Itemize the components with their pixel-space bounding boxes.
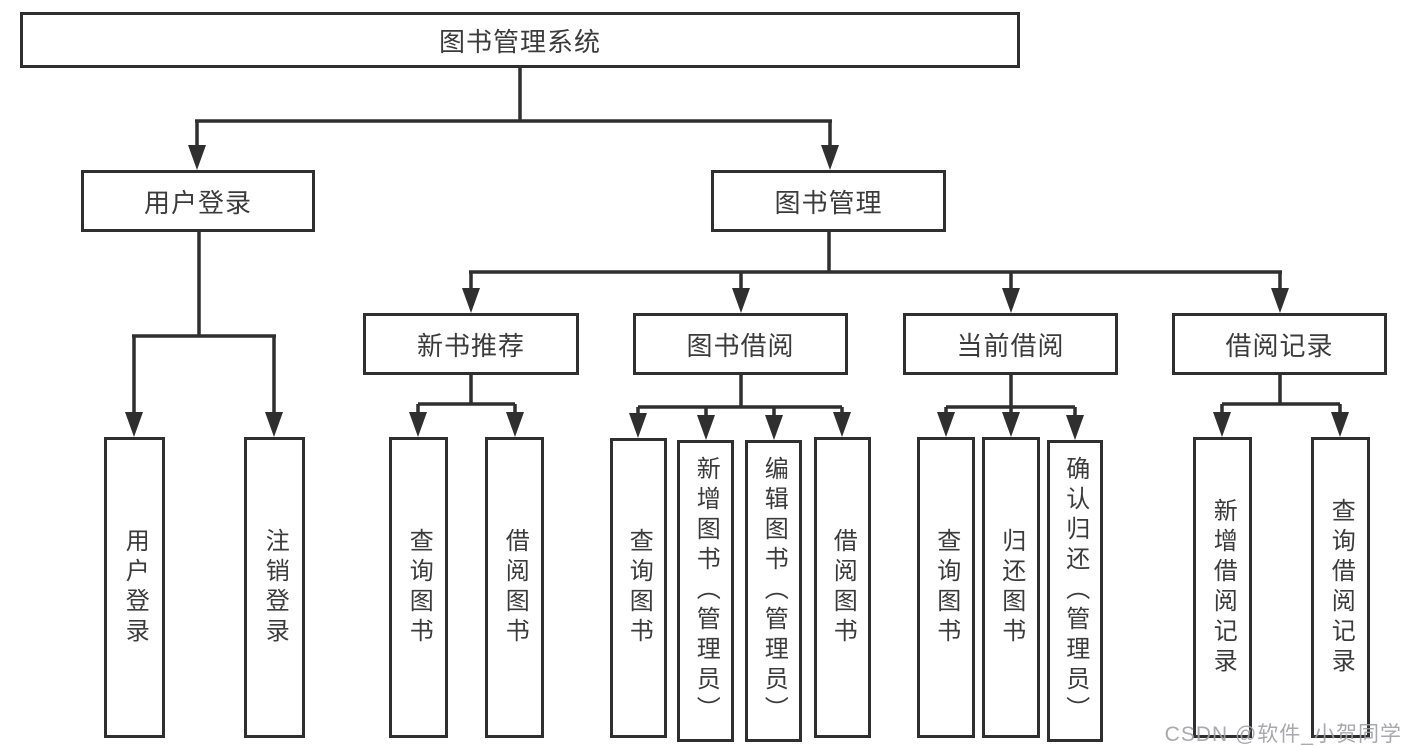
leaf-query-books-current: 查询图书 bbox=[917, 437, 975, 738]
leaf-add-borrow-record-label: 新增借阅记录 bbox=[1209, 497, 1237, 678]
node-user-login-label: 用户登录 bbox=[143, 187, 252, 218]
node-borrowing-records-label: 借阅记录 bbox=[1225, 330, 1334, 361]
leaf-edit-books-admin-label: 编辑图书（管理员） bbox=[760, 456, 788, 726]
node-book-management: 图书管理 bbox=[711, 170, 946, 232]
leaf-query-borrow-record: 查询借阅记录 bbox=[1311, 437, 1370, 738]
node-current-borrowing: 当前借阅 bbox=[903, 313, 1118, 375]
leaf-user-login-label: 用户登录 bbox=[121, 527, 149, 648]
leaf-logout: 注销登录 bbox=[244, 437, 305, 738]
leaf-borrow-books-recommend: 借阅图书 bbox=[485, 437, 544, 738]
leaf-borrow-books-label: 借阅图书 bbox=[829, 527, 857, 648]
node-book-borrowing-label: 图书借阅 bbox=[686, 330, 795, 361]
leaf-query-books-borrowing: 查询图书 bbox=[610, 438, 667, 738]
node-book-borrowing: 图书借阅 bbox=[633, 313, 848, 375]
arrowheads bbox=[125, 145, 1349, 440]
leaf-edit-books-admin: 编辑图书（管理员） bbox=[745, 440, 802, 742]
leaf-confirm-return-admin-label: 确认归还（管理员） bbox=[1061, 456, 1089, 726]
leaf-return-books-label: 归还图书 bbox=[997, 527, 1025, 648]
node-new-book-recommend-label: 新书推荐 bbox=[416, 330, 525, 361]
node-book-management-label: 图书管理 bbox=[774, 187, 883, 218]
leaf-query-books-recommend: 查询图书 bbox=[389, 437, 448, 738]
leaf-borrow-books-recommend-label: 借阅图书 bbox=[501, 527, 529, 648]
leaf-logout-label: 注销登录 bbox=[261, 527, 289, 648]
node-new-book-recommend: 新书推荐 bbox=[363, 313, 579, 375]
leaf-add-books-admin: 新增图书（管理员） bbox=[677, 440, 734, 742]
leaf-user-login: 用户登录 bbox=[104, 437, 165, 738]
node-borrowing-records: 借阅记录 bbox=[1172, 313, 1387, 375]
node-user-login: 用户登录 bbox=[81, 170, 315, 232]
node-root-label: 图书管理系统 bbox=[438, 26, 601, 57]
csdn-watermark: CSDN @软件_小贺同学 bbox=[1164, 723, 1402, 746]
node-root: 图书管理系统 bbox=[20, 12, 1020, 68]
leaf-query-books-recommend-label: 查询图书 bbox=[405, 527, 433, 648]
leaf-confirm-return-admin: 确认归还（管理员） bbox=[1047, 440, 1103, 742]
leaf-return-books: 归还图书 bbox=[982, 437, 1040, 738]
leaf-add-books-admin-label: 新增图书（管理员） bbox=[692, 456, 720, 726]
leaf-borrow-books: 借阅图书 bbox=[814, 437, 871, 738]
leaf-query-books-borrowing-label: 查询图书 bbox=[625, 528, 653, 648]
leaf-query-books-current-label: 查询图书 bbox=[932, 527, 960, 648]
leaf-query-borrow-record-label: 查询借阅记录 bbox=[1327, 497, 1355, 678]
leaf-add-borrow-record: 新增借阅记录 bbox=[1193, 437, 1252, 738]
node-current-borrowing-label: 当前借阅 bbox=[956, 330, 1065, 361]
